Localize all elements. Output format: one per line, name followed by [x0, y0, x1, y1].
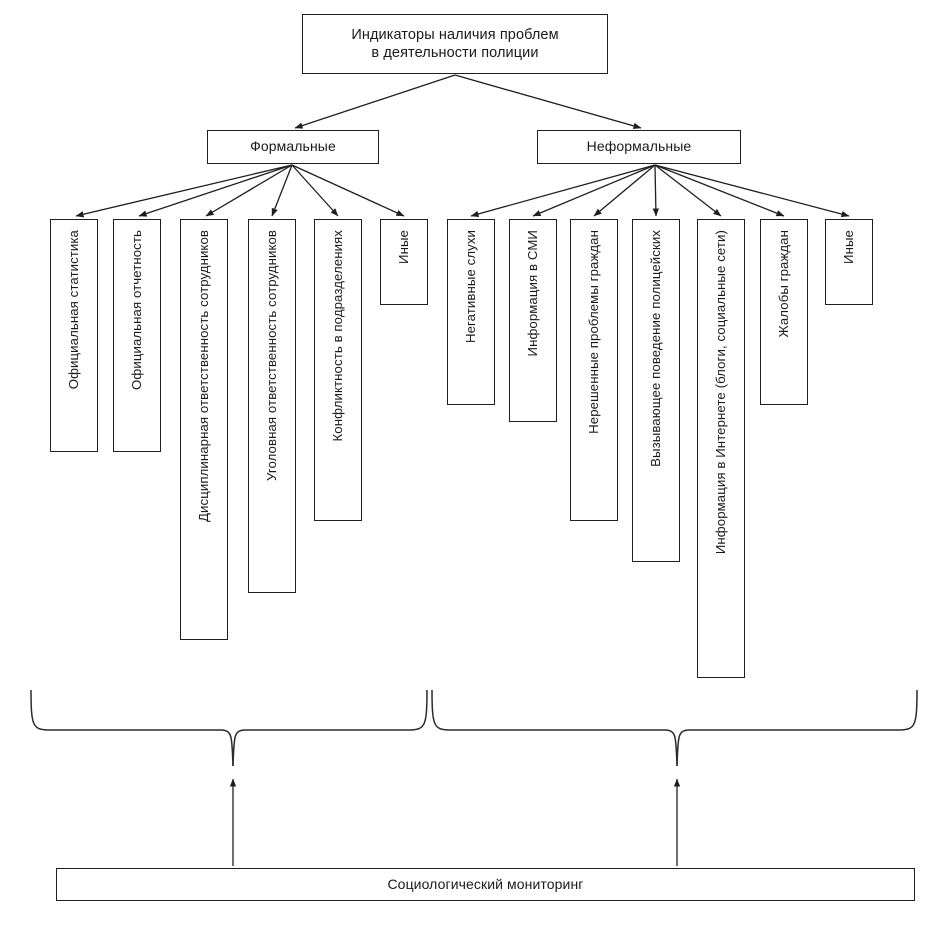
informal-item-node[interactable]: Негативные слухи [447, 219, 495, 405]
informal-item-node[interactable]: Информация в СМИ [509, 219, 557, 422]
informal-item-node[interactable]: Нерешенные проблемы граждан [570, 219, 618, 521]
formal-item-label: Официальная отчетность [128, 230, 144, 390]
monitoring-node-label: Социологический мониторинг [387, 875, 584, 892]
informal-item-label: Информация в СМИ [524, 230, 540, 357]
informal-item-node[interactable]: Жалобы граждан [760, 219, 808, 405]
formal-item-node[interactable]: Официальная отчетность [113, 219, 161, 452]
formal-item-node[interactable]: Уголовная ответственность сотрудников [248, 219, 296, 593]
monitoring-node[interactable]: Социологический мониторинг [56, 868, 915, 901]
edges-root-to-categories [294, 74, 642, 129]
root-node[interactable]: Индикаторы наличия проблем в деятельност… [302, 14, 608, 74]
category-node-formal-label: Формальные [250, 138, 336, 155]
formal-item-node[interactable]: Конфликтность в подразделениях [314, 219, 362, 521]
informal-item-node[interactable]: Вызывающее поведение полицейских [632, 219, 680, 562]
formal-item-label: Дисциплинарная ответственность сотрудник… [195, 230, 211, 522]
informal-item-label: Негативные слухи [462, 230, 478, 344]
edges-informal-to-items [470, 164, 850, 218]
informal-item-label: Нерешенные проблемы граждан [585, 230, 601, 434]
informal-item-node[interactable]: Информация в Интернете (блоги, социальны… [697, 219, 745, 678]
category-node-informal[interactable]: Неформальные [537, 130, 741, 164]
root-node-label: Индикаторы наличия проблем в деятельност… [345, 26, 564, 62]
informal-item-label: Информация в Интернете (блоги, социальны… [712, 230, 728, 555]
formal-item-label: Официальная статистика [65, 230, 81, 390]
formal-item-label: Конфликтность в подразделениях [329, 230, 345, 442]
informal-item-label: Вызывающее поведение полицейских [647, 230, 663, 467]
formal-item-node[interactable]: Дисциплинарная ответственность сотрудник… [180, 219, 228, 640]
informal-item-label: Иные [840, 230, 856, 264]
edges-formal-to-items [75, 164, 405, 218]
formal-item-node[interactable]: Официальная статистика [50, 219, 98, 452]
root-node-line2: в деятельности полиции [371, 45, 539, 61]
formal-item-node[interactable]: Иные [380, 219, 428, 305]
formal-item-label: Уголовная ответственность сотрудников [263, 230, 279, 482]
category-node-formal[interactable]: Формальные [207, 130, 379, 164]
informal-item-label: Жалобы граждан [775, 230, 791, 338]
category-node-informal-label: Неформальные [586, 138, 692, 155]
brace-informal-group [431, 689, 918, 767]
informal-item-node[interactable]: Иные [825, 219, 873, 305]
formal-item-label: Иные [395, 230, 411, 264]
edges-monitoring-to-braces [229, 778, 681, 866]
root-node-line1: Индикаторы наличия проблем [351, 26, 559, 43]
brace-formal-group [30, 689, 428, 767]
